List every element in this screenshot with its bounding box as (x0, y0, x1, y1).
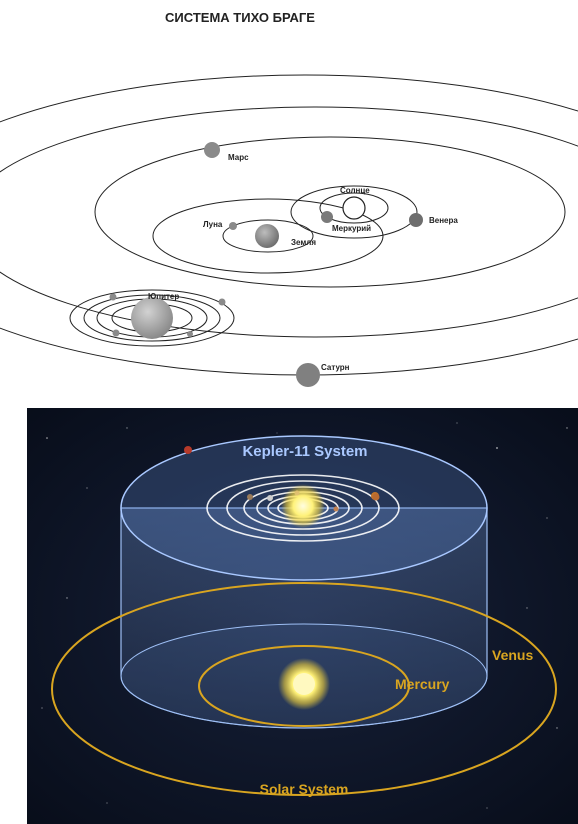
saturn-orbit (0, 74, 578, 376)
kepler-title: Kepler-11 System (242, 443, 367, 460)
mars-orbit (94, 136, 566, 288)
venus-solar-label: Venus (492, 647, 533, 663)
jupiter-moon-c (112, 329, 120, 337)
saturn-label: Сатурн (321, 363, 350, 372)
sun-label: Солнце (340, 186, 370, 195)
jupiter-moon-a (109, 293, 117, 301)
jupiter-label: Юпитер (148, 292, 179, 301)
moon-label: Луна (203, 220, 223, 229)
jupiter-moon-b (218, 298, 226, 306)
tycho-title: СИСТЕМА ТИХО БРАГЕ (165, 10, 315, 25)
venus-orbit (290, 185, 418, 239)
solar-system-label: Solar System (260, 781, 349, 797)
tycho-brahe-diagram: СИСТЕМА ТИХО БРАГЕ Марс Солнце Венера Ме… (0, 10, 578, 387)
venus-orbit-solar (51, 582, 557, 796)
mercury-planet (321, 211, 333, 223)
earth-label: Земля (291, 238, 316, 247)
kepler-comparison-image: Kepler-11 System Venus Mercury Solar Sys… (27, 408, 578, 824)
moon-orbit (222, 219, 314, 253)
saturn-planet (296, 363, 320, 387)
mercury-solar-label: Mercury (395, 676, 450, 692)
jupiter-planet (131, 297, 173, 339)
large-orbits (0, 74, 578, 376)
moon-planet (229, 222, 237, 230)
mars-planet (204, 142, 220, 158)
venus-label: Венера (429, 216, 458, 225)
jupiter-moon-orbit-3 (83, 294, 221, 342)
jupiter-moon-d (187, 331, 193, 337)
sun-orbit (152, 198, 384, 274)
mercury-orbit (319, 192, 389, 224)
mercury-dot (407, 683, 411, 687)
kepler-11-star (281, 484, 325, 528)
stars (41, 422, 568, 809)
earth-planet (255, 224, 279, 248)
jupiter-moon-orbit-4 (69, 289, 235, 347)
mars-label: Марс (228, 153, 249, 162)
venus-planet (409, 213, 423, 227)
mercury-label: Меркурий (332, 224, 371, 233)
solar-sun-core (293, 673, 315, 695)
jupiter-orbit (0, 106, 578, 338)
sun-body (342, 196, 366, 220)
kepler-planets (184, 446, 380, 512)
